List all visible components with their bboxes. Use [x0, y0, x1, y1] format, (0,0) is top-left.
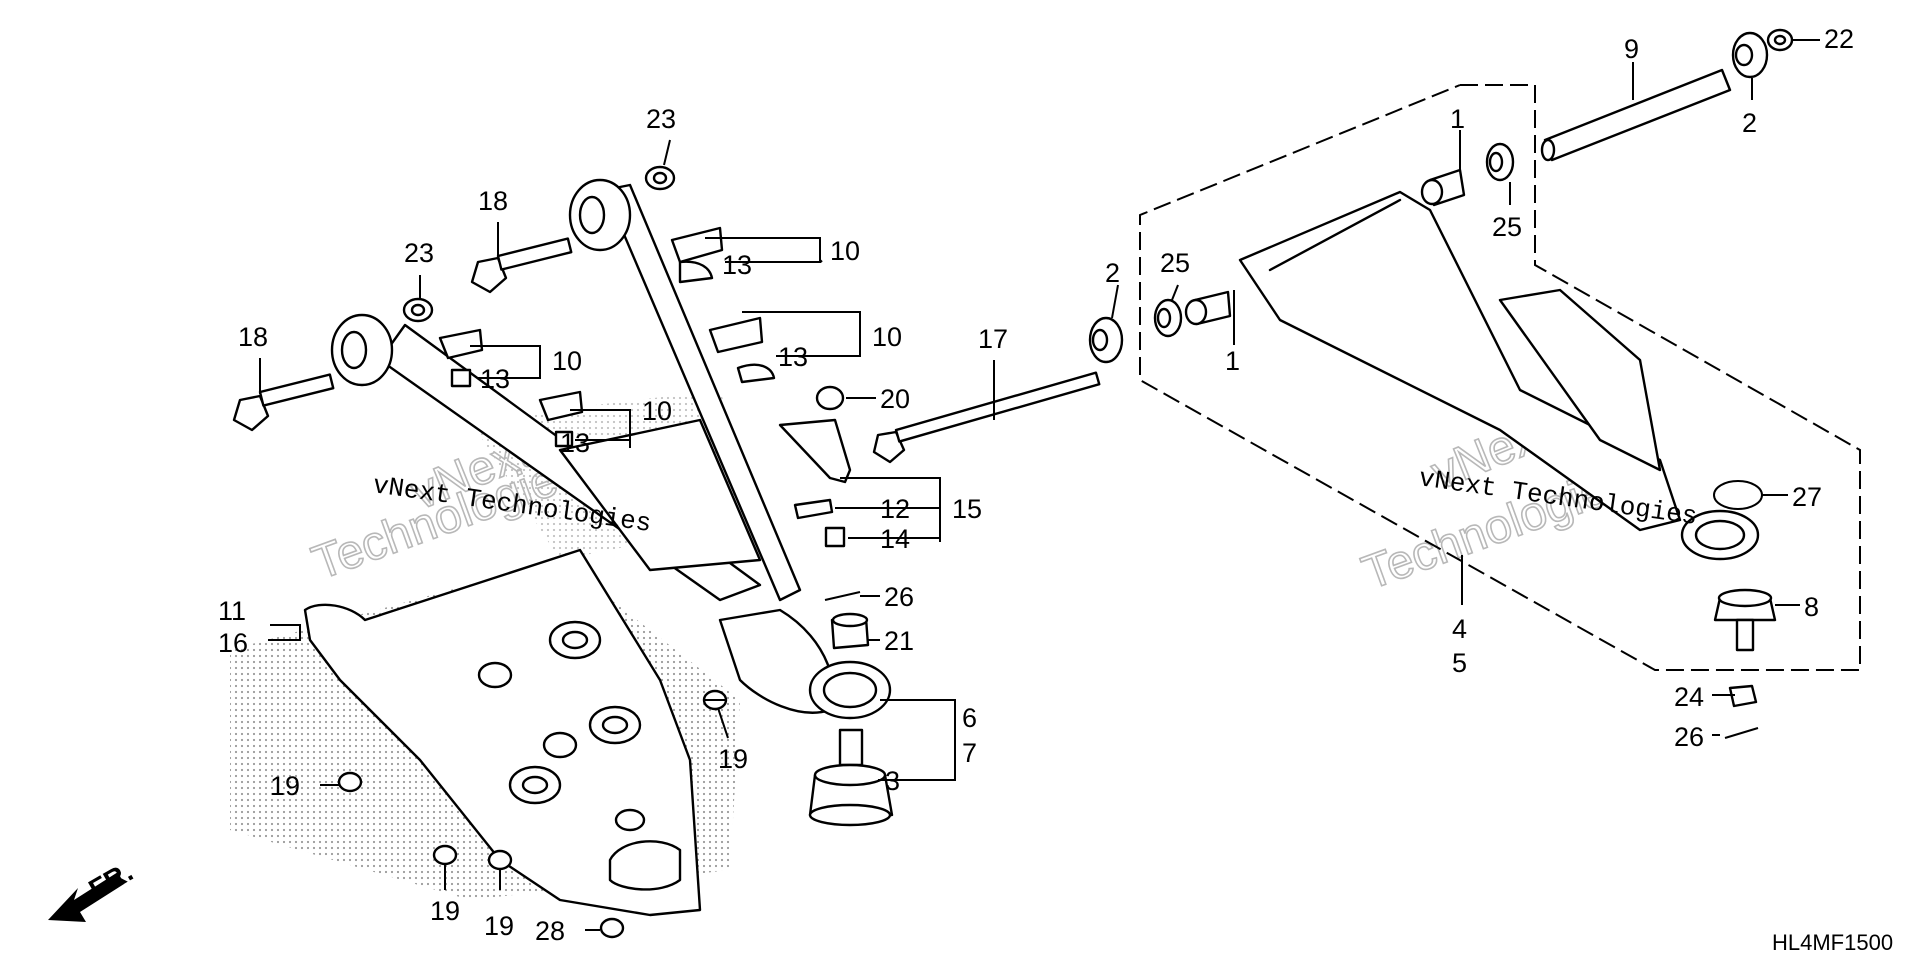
bolt-19-b — [337, 771, 363, 793]
bolt-18-lower — [232, 373, 335, 432]
callout-15: 15 — [952, 494, 982, 524]
callout-16: 16 — [218, 628, 248, 658]
callout-20: 20 — [880, 384, 910, 414]
callout-27: 27 — [1792, 482, 1822, 512]
bracket-15 — [778, 418, 852, 548]
bolt-28 — [599, 917, 625, 939]
clamp-10-c — [438, 328, 484, 388]
callout-19-b: 19 — [270, 771, 300, 801]
callout-18-upper: 18 — [478, 186, 508, 216]
clamp-10-a — [670, 226, 724, 284]
nut-20 — [815, 385, 845, 411]
pivot-shaft-9 — [1540, 68, 1732, 162]
callout-10-c: 10 — [552, 346, 582, 376]
lower-arm-assembly-boundary — [1139, 84, 1861, 671]
callout-25-left: 25 — [1160, 248, 1190, 278]
callout-25-right: 25 — [1492, 212, 1522, 242]
callout-22: 22 — [1824, 24, 1854, 54]
callout-14: 14 — [880, 524, 910, 554]
callout-19-c: 19 — [430, 896, 460, 926]
callout-23-upper: 23 — [646, 104, 676, 134]
bolt-19-a — [702, 689, 728, 711]
ball-joint-3 — [808, 728, 894, 827]
nut-24 — [1728, 684, 1758, 708]
callout-4: 4 — [1452, 614, 1467, 644]
washer-2-left — [1088, 316, 1124, 364]
callout-13-c: 13 — [480, 364, 510, 394]
callout-13-b: 13 — [778, 342, 808, 372]
callout-8: 8 — [1804, 592, 1819, 622]
front-direction-arrow: FR. — [48, 856, 138, 922]
callout-13-d: 13 — [560, 428, 590, 458]
callout-13-a: 13 — [722, 250, 752, 280]
callout-17: 17 — [978, 324, 1008, 354]
callout-9: 9 — [1624, 34, 1639, 64]
callout-11: 11 — [218, 596, 246, 626]
callout-7: 7 — [962, 738, 977, 768]
callout-10-a: 10 — [830, 236, 860, 266]
callout-1-right: 1 — [1450, 104, 1465, 134]
long-bolt-17 — [872, 371, 1101, 464]
bushing-1-left — [1184, 290, 1232, 326]
callout-10-d: 10 — [642, 396, 672, 426]
clamp-10-d — [538, 390, 584, 448]
bushing-1-right — [1420, 168, 1466, 207]
callout-2-left: 2 — [1105, 258, 1120, 288]
callout-3: 3 — [885, 766, 900, 796]
callout-5: 5 — [1452, 648, 1467, 678]
callout-24: 24 — [1674, 682, 1704, 712]
callout-6: 6 — [962, 703, 977, 733]
diagram-code: HL4MF1500 — [1772, 930, 1893, 955]
castle-nut-21 — [830, 612, 870, 650]
callout-1-left: 1 — [1225, 346, 1240, 376]
callout-19-a: 19 — [718, 744, 748, 774]
callout-23-lower: 23 — [404, 238, 434, 268]
callout-19-d: 19 — [484, 911, 514, 941]
bolt-19-c — [432, 844, 458, 866]
upper-arm — [330, 178, 892, 720]
bolt-19-d — [487, 849, 513, 871]
bolt-18-upper — [470, 237, 573, 294]
nut-23-lower — [402, 297, 434, 323]
leader-lines — [259, 39, 1820, 931]
lower-arm — [1238, 190, 1760, 561]
cotter-pin-26-left — [824, 591, 861, 601]
skid-plate — [303, 548, 702, 917]
nut-22 — [1766, 28, 1794, 52]
seal-25-left — [1153, 298, 1183, 338]
nut-23-upper — [644, 165, 676, 191]
callout-10-b: 10 — [872, 322, 902, 352]
clamp-10-b — [708, 316, 776, 384]
callout-21: 21 — [884, 626, 914, 656]
callout-2-right: 2 — [1742, 108, 1757, 138]
ball-joint-8 — [1713, 588, 1777, 652]
callout-26-left: 26 — [884, 582, 914, 612]
cotter-pin-26-right — [1724, 727, 1759, 739]
callout-18-lower: 18 — [238, 322, 268, 352]
seal-25-right — [1485, 142, 1515, 182]
callout-26-right: 26 — [1674, 722, 1704, 752]
washer-2-right — [1731, 31, 1769, 79]
circlip-27 — [1713, 480, 1763, 510]
callout-28: 28 — [535, 916, 565, 946]
callout-labels: 23 18 23 18 10 13 10 13 10 13 10 13 20 1… — [218, 24, 1854, 946]
callout-12: 12 — [880, 494, 910, 524]
